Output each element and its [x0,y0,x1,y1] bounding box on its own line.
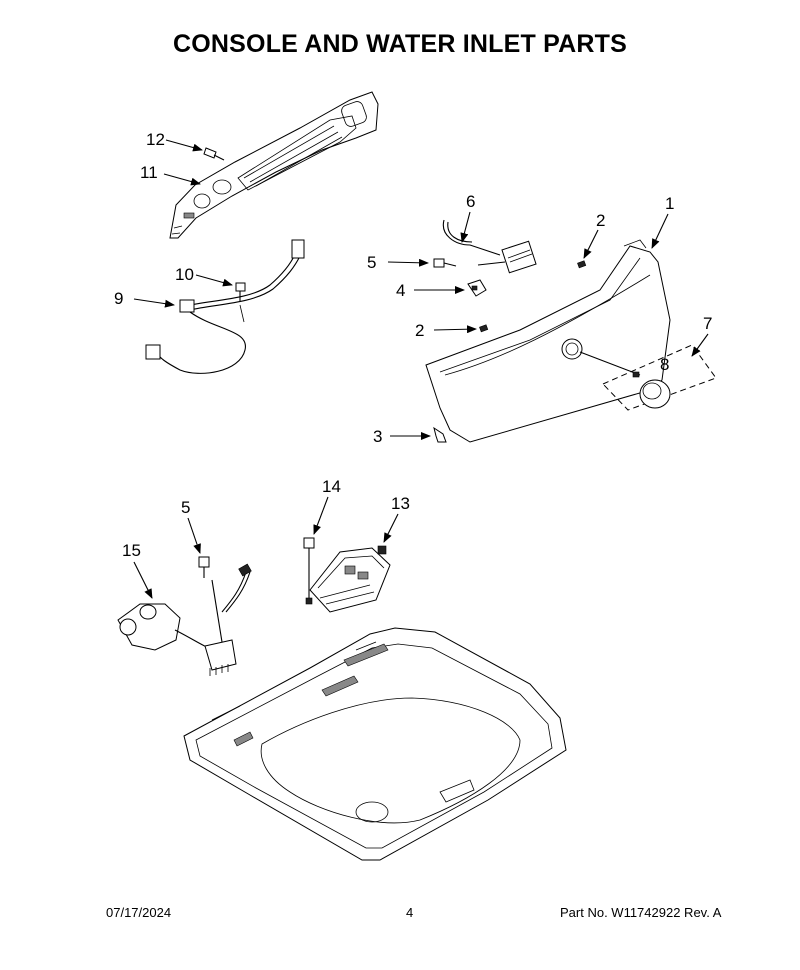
callout-5-lower: 5 [181,498,190,517]
control-board-13 [309,545,391,613]
console-front-panel [425,239,671,443]
sensor-assembly-6 [442,219,537,274]
knob-shaft-8 [579,351,641,378]
washer-top-panel [183,627,567,861]
clip-3 [433,426,447,443]
callout-1: 1 [665,194,674,213]
callout-5-upper: 5 [367,253,376,272]
screw-14 [303,537,315,605]
screw-10 [235,282,246,302]
screw-5-upper [433,258,457,268]
callout-labels: 12 11 6 2 1 5 4 10 9 2 7 8 3 14 13 5 15 [114,130,712,560]
callout-8: 8 [660,355,669,374]
callout-9: 9 [114,289,123,308]
water-inlet-valve-15 [117,563,252,676]
callout-6: 6 [466,192,475,211]
callout-14: 14 [322,477,341,496]
callout-2-upper: 2 [596,211,605,230]
footer-date: 07/17/2024 [106,905,172,920]
callout-7: 7 [703,314,712,333]
callout-4: 4 [396,281,405,300]
wire-harness-9 [145,239,305,374]
screw-5-lower [198,556,210,578]
page-title: CONSOLE AND WATER INLET PARTS [173,30,627,58]
knob-7 [602,344,717,411]
callout-3: 3 [373,427,382,446]
screw-12 [203,147,225,161]
callout-11: 11 [140,163,158,182]
callout-arrows [133,139,709,599]
bracket-4 [467,279,487,297]
callout-10: 10 [175,265,194,284]
console-back-panel [169,91,379,239]
callout-13: 13 [391,494,410,513]
callout-15: 15 [122,541,141,560]
footer-part-number: Part No. W11742922 Rev. A [560,905,722,920]
callout-12: 12 [146,130,165,149]
clip-2-lower [479,324,489,333]
callout-2-lower: 2 [415,321,424,340]
footer-page-number: 4 [406,905,414,920]
clip-2-upper [577,260,587,269]
